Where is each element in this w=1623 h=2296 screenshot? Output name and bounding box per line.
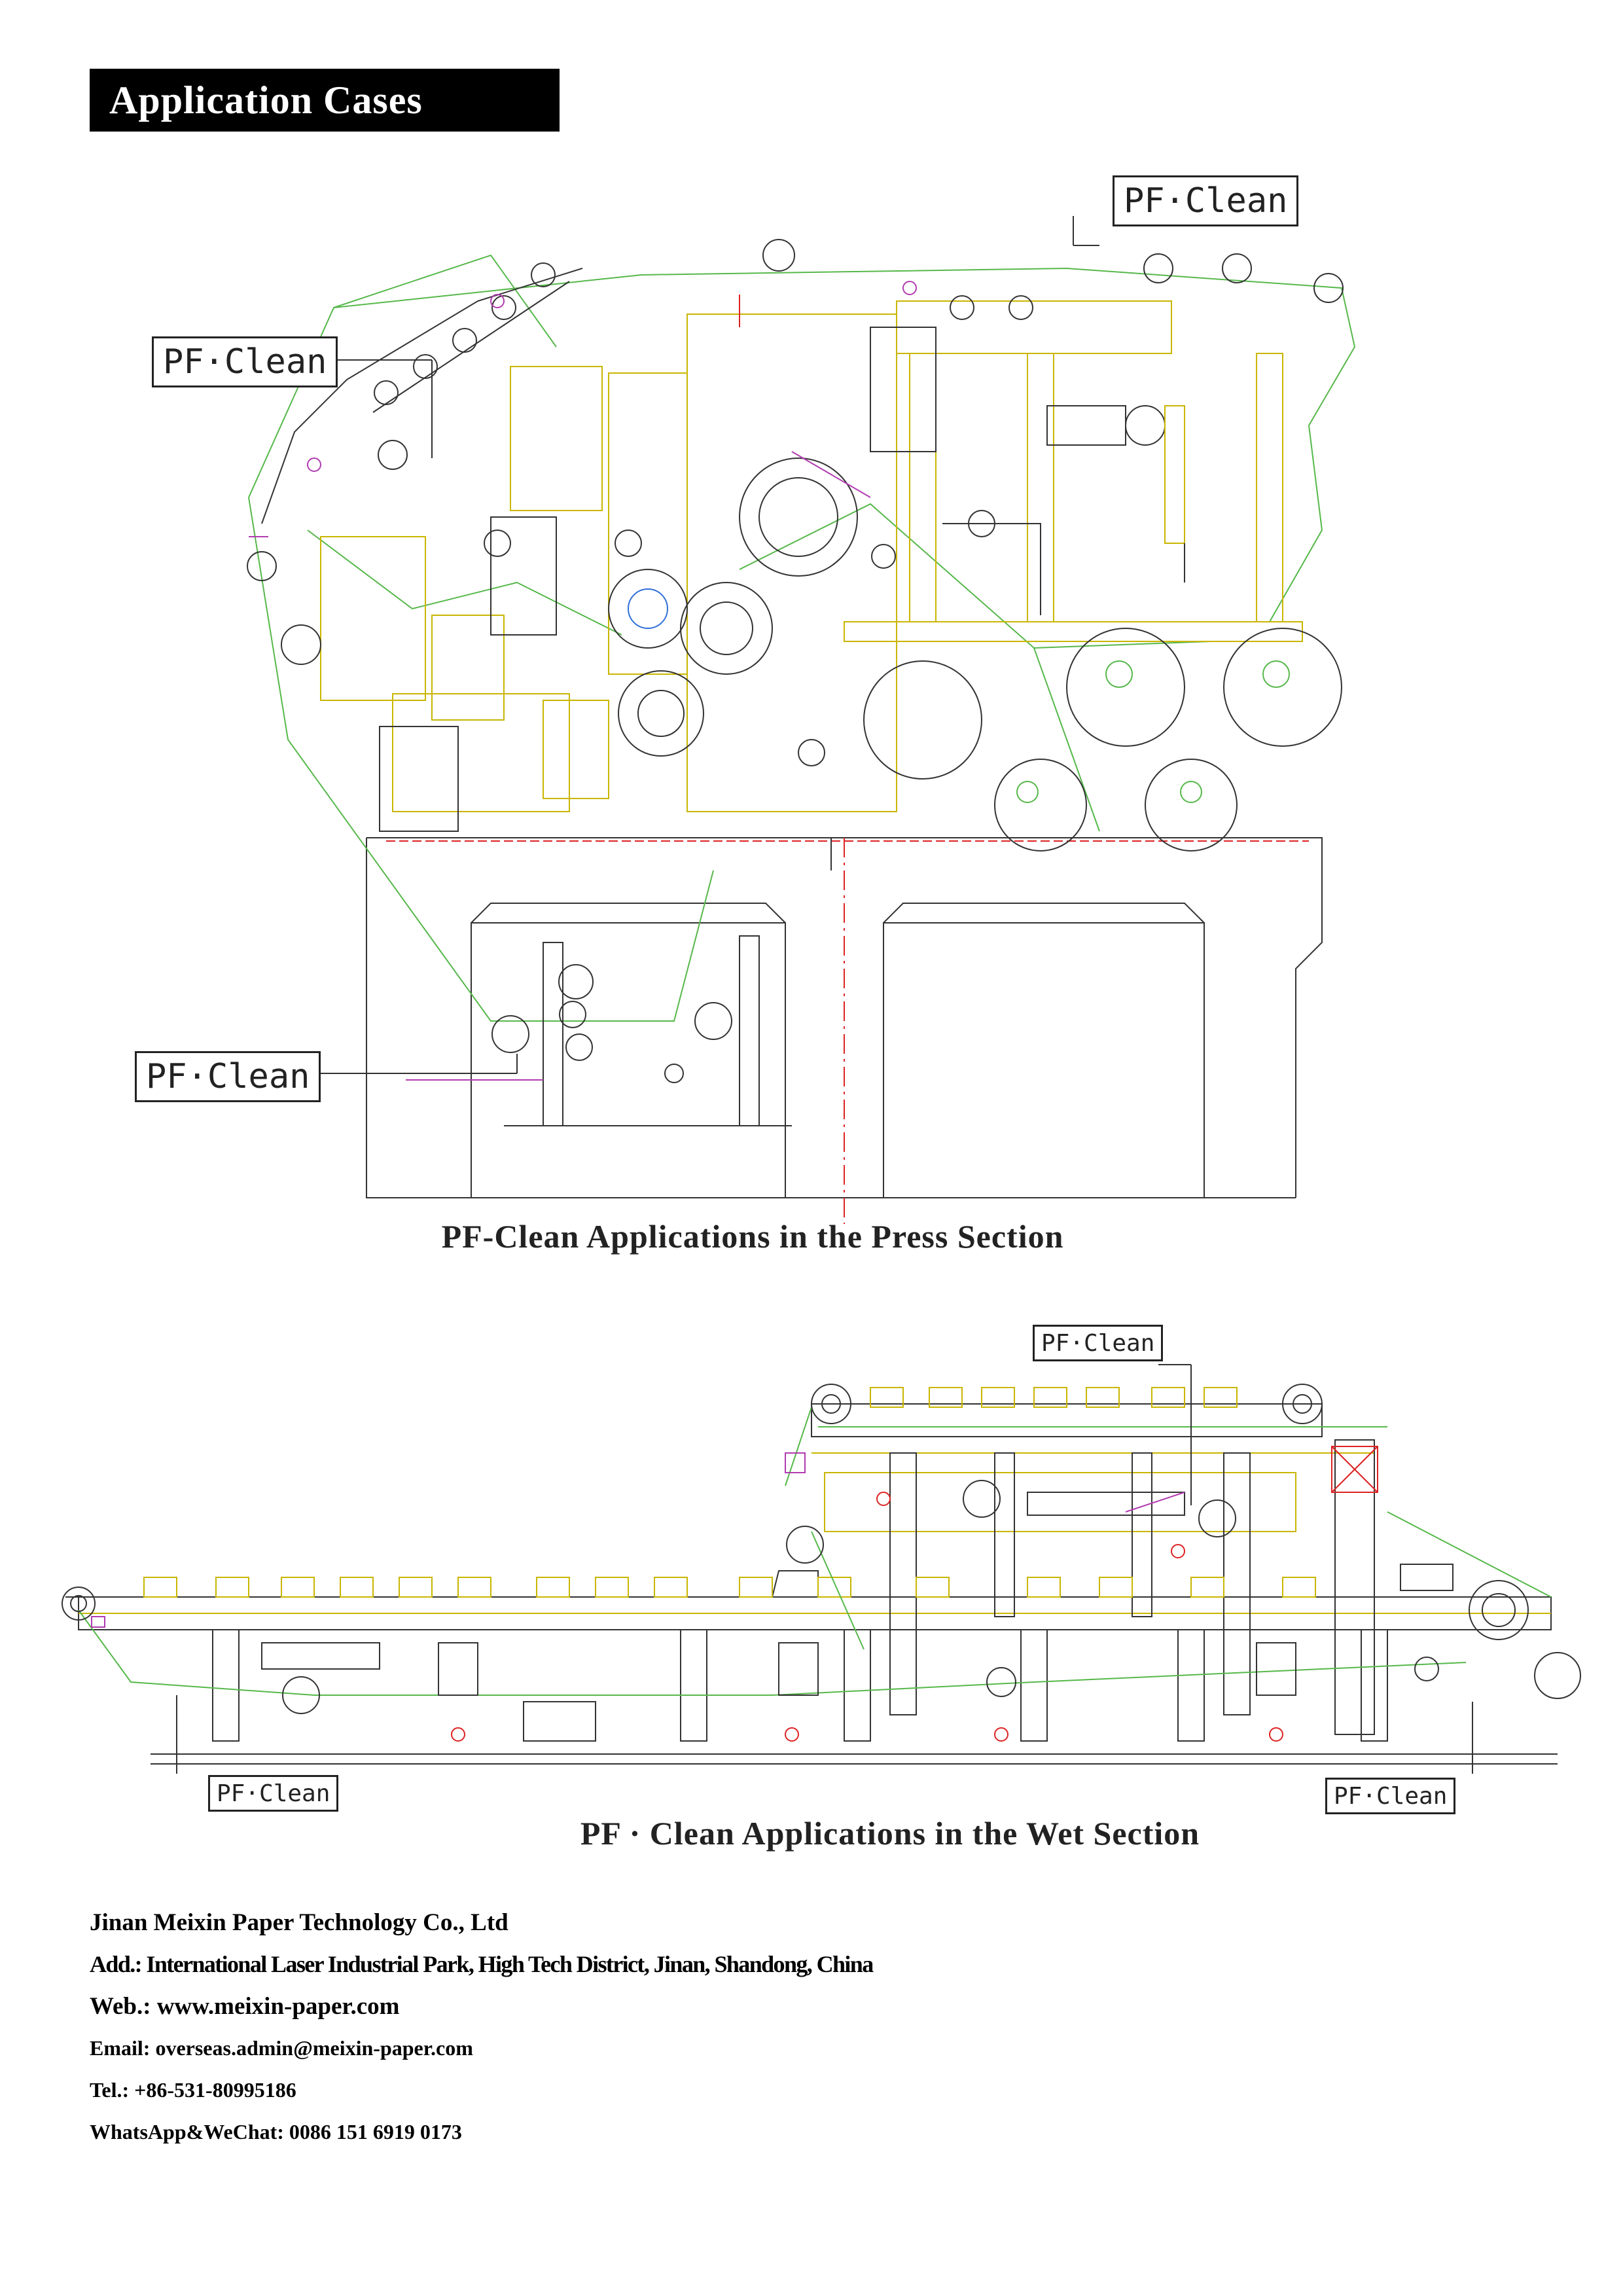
wet-section-caption: PF · Clean Applications in the Wet Secti… — [580, 1815, 1200, 1852]
section-title: Application Cases — [109, 78, 423, 122]
company-whatsapp-wechat: WhatsApp&WeChat: 0086 151 6919 0173 — [90, 2119, 462, 2144]
press-callout-left-upper: PF·Clean — [152, 336, 338, 387]
company-name: Jinan Meixin Paper Technology Co., Ltd — [90, 1909, 508, 1936]
press-callout-left-lower: PF·Clean — [135, 1051, 321, 1102]
wet-callout-right: PF·Clean — [1325, 1778, 1456, 1814]
wet-callout-top: PF·Clean — [1033, 1325, 1164, 1361]
company-email: Email: overseas.admin@meixin-paper.com — [90, 2036, 473, 2060]
section-header: Application Cases — [90, 69, 560, 132]
press-section-caption: PF-Clean Applications in the Press Secti… — [441, 1218, 1064, 1255]
press-section-drawing — [216, 216, 1394, 1224]
press-callout-top-right: PF·Clean — [1113, 175, 1299, 226]
company-address: Add.: International Laser Industrial Par… — [90, 1951, 874, 1977]
wet-callout-left: PF·Clean — [208, 1775, 339, 1812]
company-website: Web.: www.meixin-paper.com — [90, 1992, 400, 2020]
contact-info: Jinan Meixin Paper Technology Co., Ltd A… — [90, 1901, 874, 2153]
wet-section-drawing — [52, 1355, 1597, 1774]
company-phone: Tel.: +86-531-80995186 — [90, 2077, 296, 2102]
